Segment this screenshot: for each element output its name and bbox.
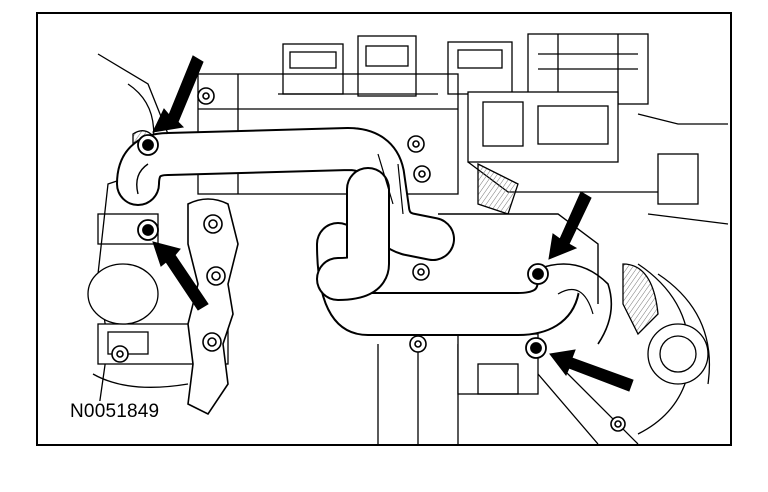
bolt-upper-left: [137, 134, 159, 156]
engine-line-drawing: [87, 33, 729, 444]
callout-arrow-upper-left: [152, 55, 204, 133]
bolt-lower-right: [525, 337, 547, 359]
callout-arrow-lower-left: [152, 241, 209, 311]
coolant-tube: [116, 127, 613, 345]
fastener-bolts: [137, 134, 549, 359]
timing-cover-flange: [111, 87, 626, 432]
callout-arrows: [152, 55, 634, 392]
figure-id-label: N0051849: [68, 401, 162, 423]
callout-arrow-lower-right: [549, 349, 634, 392]
bolt-lower-left: [137, 219, 159, 241]
diagram-frame: N0051849: [36, 12, 732, 446]
bolt-upper-right: [527, 263, 549, 285]
callout-arrow-upper-right: [548, 191, 592, 260]
